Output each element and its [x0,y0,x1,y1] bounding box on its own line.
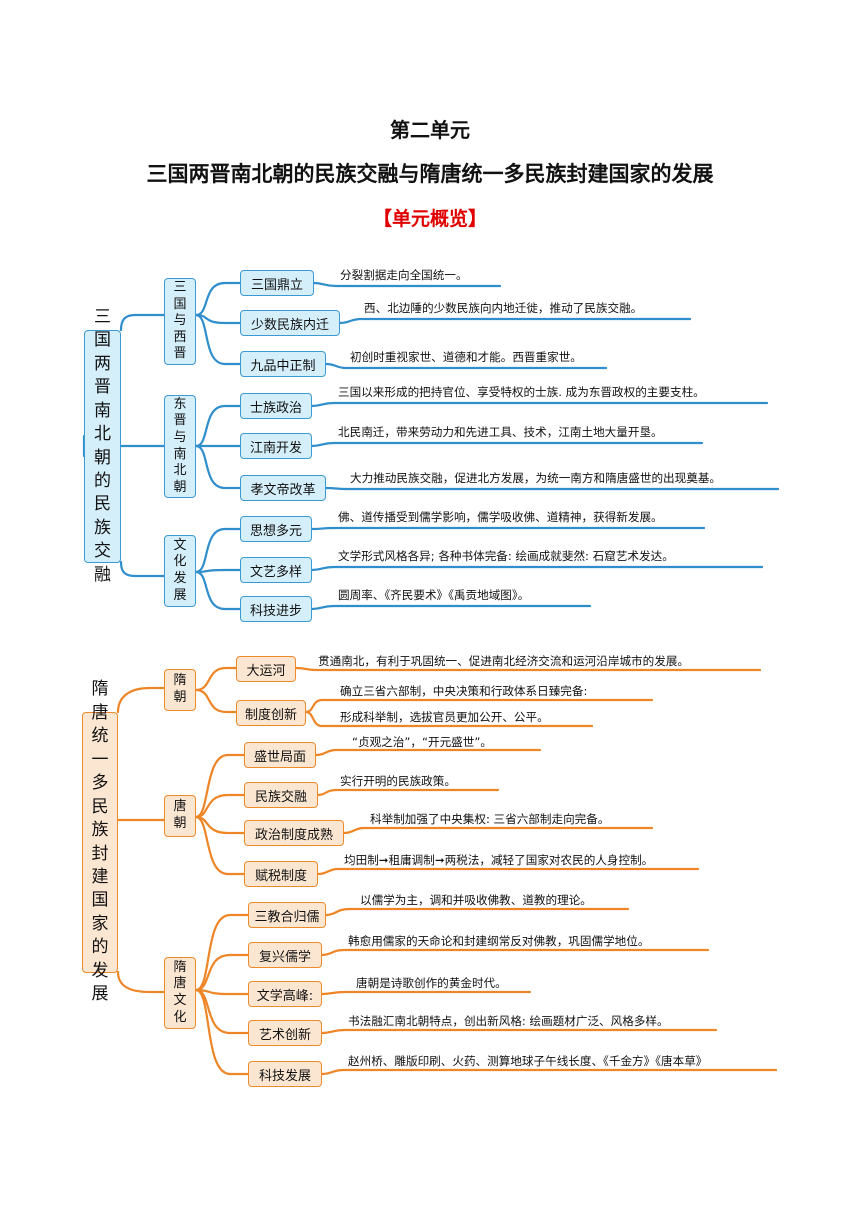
item-description: 形成科举制，选拔官员更加公开、公平。 [340,710,549,724]
item-description: 实行开明的民族政策。 [340,774,456,788]
section-label: 【单元概览】 [372,208,487,230]
item-description: 以儒学为主，调和并吸收佛教、道教的理论。 [360,893,592,907]
item-description: 大力推动民族交融，促进北方发展，为统一南方和隋唐盛世的出现奠基。 [350,471,722,485]
item-description: 书法融汇南北朝特点，创出新风格: 绘画题材广泛、风格多样。 [348,1014,669,1028]
group-node-eastern-jin-southern-northern: 东晋与南北朝 [164,395,196,498]
item-node: 科技进步 [240,596,312,622]
item-node: 三国鼎立 [240,270,314,296]
item-node: 大运河 [236,656,296,682]
item-description: 分裂割据走向全国统一。 [340,268,468,282]
item-description: 初创时重视家世、道德和才能。西晋重家世。 [350,350,582,364]
item-description: 均田制➞租庸调制➞两税法，减轻了国家对农民的人身控制。 [344,853,654,867]
item-description: 西、北边陲的少数民族向内地迁徙，推动了民族交融。 [364,301,643,315]
item-node: 江南开发 [240,433,312,459]
root-node-three-kingdoms: 三国两晋南北朝的民族交融 [84,307,121,585]
item-node: 九品中正制 [240,351,326,377]
item-description: 佛、道传播受到儒学影响，儒学吸收佛、道精神，获得新发展。 [338,510,663,524]
unit-heading: 第二单元 [390,118,470,142]
group-node-sui-dynasty: 隋朝 [164,669,196,711]
item-description: 科举制加强了中央集权: 三省六部制走向完备。 [370,812,610,826]
item-description: 圆周率、《齐民要术》《禹贡地域图》。 [338,588,530,602]
item-description: 确立三省六部制，中央决策和行政体系日臻完备: [340,684,588,698]
item-node: 士族政治 [240,393,312,419]
item-node: 孝文帝改革 [240,475,326,501]
item-node: 三教合归儒 [248,902,326,928]
item-node: 复兴儒学 [248,942,322,968]
item-description: 韩愈用儒家的天命论和封建纲常反对佛教，巩固儒学地位。 [348,934,650,948]
item-node: 文艺多样 [240,557,312,583]
item-node: 思想多元 [240,516,312,542]
item-node: 赋税制度 [244,861,318,887]
item-description: 贯通南北，有利于巩固统一、促进南北经济交流和运河沿岸城市的发展。 [318,654,690,668]
group-node-tang-dynasty: 唐朝 [164,795,196,837]
group-node-culture-development: 文化发展 [164,535,196,607]
item-description: 赵州桥、雕版印刷、火药、测算地球子午线长度、《千金方》《唐本草》 [348,1054,708,1068]
group-node-three-kingdoms-western-jin: 三国与西晋 [164,278,196,365]
item-description: “贞观之治”，“开元盛世”。 [352,735,492,749]
item-node: 制度创新 [236,700,306,726]
item-node: 艺术创新 [248,1020,322,1046]
item-description: 北民南迁，带来劳动力和先进工具、技术，江南土地大量开垦。 [338,425,663,439]
item-node: 少数民族内迁 [240,310,340,336]
item-node: 科技发展 [248,1061,322,1087]
root-node-sui-tang: 隋唐统一多民族封建国家的发展 [82,679,118,1004]
item-description: 唐朝是诗歌创作的黄金时代。 [356,976,507,990]
unit-title: 三国两晋南北朝的民族交融与隋唐统一多民族封建国家的发展 [146,162,714,186]
group-node-sui-tang-culture: 隋唐文化 [164,957,196,1029]
item-description: 三国以来形成的把持官位、享受特权的士族. 成为东晋政权的主要支柱。 [338,385,705,399]
item-node: 文学高峰: [248,981,322,1007]
item-node: 民族交融 [244,782,318,808]
item-node: 盛世局面 [244,742,316,768]
item-description: 文学形式风格各异; 各种书体完备: 绘画成就斐然: 石窟艺术发达。 [338,549,674,563]
item-node: 政治制度成熟 [244,820,344,846]
